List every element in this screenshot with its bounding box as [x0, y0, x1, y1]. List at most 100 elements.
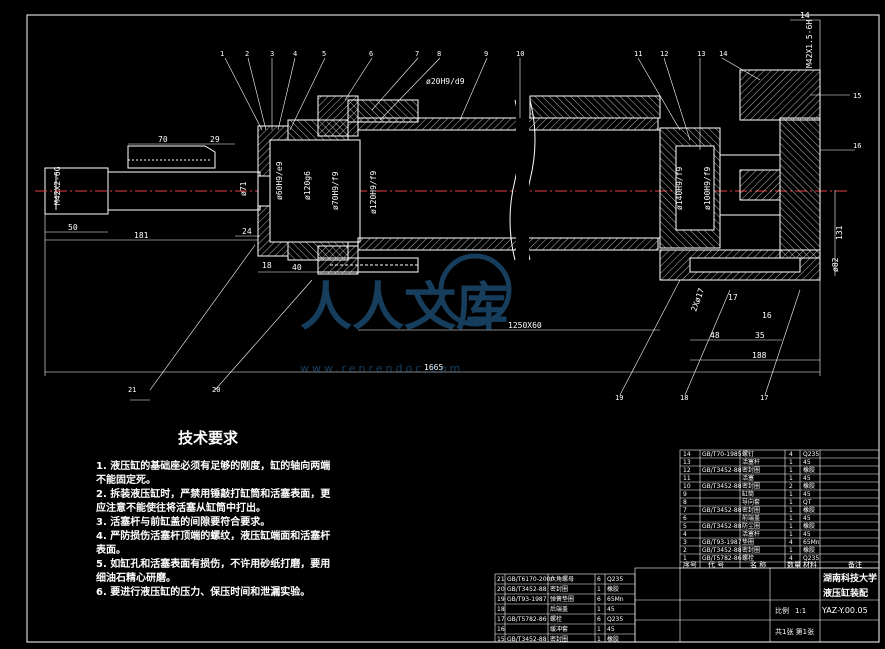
bom-lower-cell: 45 — [607, 626, 615, 633]
parts-list-cell: 5 — [683, 523, 687, 530]
parts-list-cell: GB/T93-1987 — [702, 539, 742, 546]
bom-lower-cell: 65Mn — [607, 596, 624, 603]
tech-req-line: 2. 拆装液压缸时，严禁用锤敲打缸筒和活塞表面，更 — [96, 487, 331, 500]
tech-req-line: 1. 液压缸的基础座必须有足够的刚度，缸的轴向两端 — [96, 459, 330, 472]
dim-40: 40 — [292, 263, 302, 272]
balloon-1: 1 — [220, 50, 224, 58]
dim-thread-right: M42X1.5-6H — [805, 20, 814, 68]
parts-list-cell: 橡胶 — [803, 466, 815, 474]
header-material: 材料 — [803, 560, 817, 569]
balloon-2: 2 — [245, 50, 249, 58]
watermark-text: 人人文库 — [300, 278, 508, 338]
parts-list-cell: 密封圈 — [742, 546, 760, 554]
header-name: 名 称 — [750, 560, 766, 569]
dim-thread-rod: M42X2-6G — [53, 166, 62, 205]
balloon-3: 3 — [270, 50, 274, 58]
dim-181: 181 — [134, 231, 149, 240]
dim-2x017: 2Xø17 — [689, 287, 706, 313]
parts-list-cell: 9 — [683, 491, 687, 498]
bom-lower-cell: 45 — [607, 606, 615, 613]
parts-list-cell: 45 — [803, 475, 811, 482]
bom-lower-grid — [494, 573, 636, 643]
balloon-14: 14 — [719, 50, 727, 58]
parts-list-cell: 1 — [789, 459, 793, 466]
parts-list-cell: GB/T3452-88 — [702, 507, 742, 514]
parts-list-cell: 10 — [683, 483, 691, 490]
balloon-12: 12 — [660, 50, 668, 58]
parts-list-cell: 1 — [789, 523, 793, 530]
parts-list-cell: 6 — [683, 515, 687, 522]
balloons: 1 2 3 4 5 6 7 8 9 10 11 12 13 14 15 16 1… — [128, 50, 861, 402]
bom-lower-cell: 15 — [497, 636, 505, 643]
balloon-9: 9 — [484, 50, 488, 58]
dim-35: 35 — [755, 331, 765, 340]
parts-list-cell: 1 — [789, 491, 793, 498]
parts-list-cell: QT — [803, 499, 812, 506]
balloon-6: 6 — [369, 50, 373, 58]
school-name: 湖南科技大学 — [823, 572, 877, 584]
dim-18: 18 — [262, 261, 272, 270]
dim-phi-right: ø82 — [831, 257, 840, 272]
parts-list-cell: 4 — [789, 451, 793, 458]
watermark-url: www.renrendoc.com — [300, 362, 463, 375]
dim-16: 16 — [762, 311, 772, 320]
parts-list-cell: 1 — [789, 507, 793, 514]
parts-list-cell: 1 — [789, 547, 793, 554]
tech-req-line: 细油石精心研磨。 — [96, 571, 176, 584]
title-block — [634, 567, 880, 643]
parts-list — [679, 449, 880, 569]
cylinder-tube — [357, 95, 661, 266]
dim-50: 50 — [68, 223, 78, 232]
parts-list-cell: 防尘圈 — [742, 522, 760, 530]
piston — [659, 127, 781, 249]
bom-lower-cell: 19 — [497, 596, 505, 603]
dim-fit-piston2: ø100H9/f9 — [703, 166, 712, 210]
parts-list-cell: 65Mn — [803, 539, 820, 546]
parts-list-cell: 8 — [683, 499, 687, 506]
balloon-10: 10 — [516, 50, 524, 58]
balloon-11: 11 — [634, 50, 642, 58]
parts-list-cell: 1 — [789, 475, 793, 482]
tech-req-line: 不能固定死。 — [96, 473, 156, 486]
bom-lower-cell: 20 — [497, 586, 505, 593]
parts-list-cell: 2 — [789, 483, 793, 490]
bom-lower-cell: 21 — [497, 576, 505, 583]
tech-req-line: 应注意不能使往将活塞从缸筒中打出。 — [96, 501, 266, 514]
bom-lower-cell: 6 — [597, 596, 601, 603]
bom-lower-cell: 后端盖 — [550, 605, 568, 613]
bom-lower-cell: 1 — [597, 606, 601, 613]
parts-list-cell: 1 — [789, 467, 793, 474]
parts-list-cell: 活塞杆 — [742, 530, 760, 538]
parts-list-cell: 活塞杆 — [742, 458, 760, 466]
dim-17: 17 — [728, 293, 738, 302]
dim-1665: 1665 — [424, 363, 443, 372]
bom-lower-cell: GB/T6170-2000 — [507, 576, 554, 583]
parts-list-header: 序号 代 号 名 称 数量 材料 备注 — [683, 560, 862, 569]
bom-lower-cell: 16 — [497, 626, 505, 633]
bom-lower-cell: 螺栓 — [550, 615, 562, 623]
balloon-15: 15 — [853, 92, 861, 100]
drawing-name: 液压缸装配 — [823, 587, 868, 599]
sheet-info: 共1张 第1张 — [775, 627, 814, 636]
parts-list-cell: 活塞 — [742, 474, 754, 482]
bom-lower-cell: 1 — [597, 586, 601, 593]
parts-list-cell: 橡胶 — [803, 482, 815, 490]
parts-list-cell: 1 — [789, 531, 793, 538]
balloon-17: 17 — [760, 394, 768, 402]
bom-lower-cell: 橡胶 — [607, 635, 619, 643]
parts-list-cell: 螺钉 — [742, 450, 754, 458]
dim-fit-rod: ø60H9/e9 — [275, 161, 284, 200]
parts-list-cell: 橡胶 — [803, 506, 815, 514]
tech-req-line: 4. 严防损伤活塞杆顶端的螺纹，液压缸端面和活塞杆 — [96, 529, 330, 542]
leader-lines — [130, 57, 855, 401]
dim-fit-phi70: ø70H9/f9 — [331, 171, 340, 210]
parts-list-cell: 密封圈 — [742, 482, 760, 490]
dim-29: 29 — [210, 135, 220, 144]
bom-lower-cell: GB/T93-1987 — [507, 596, 547, 603]
balloon-4: 4 — [293, 50, 297, 58]
parts-list-cell: 前端盖 — [742, 514, 760, 522]
bom-lower-cell: Q235 — [607, 576, 623, 583]
bom-lower-cell: GB/T3452-88 — [507, 636, 547, 643]
